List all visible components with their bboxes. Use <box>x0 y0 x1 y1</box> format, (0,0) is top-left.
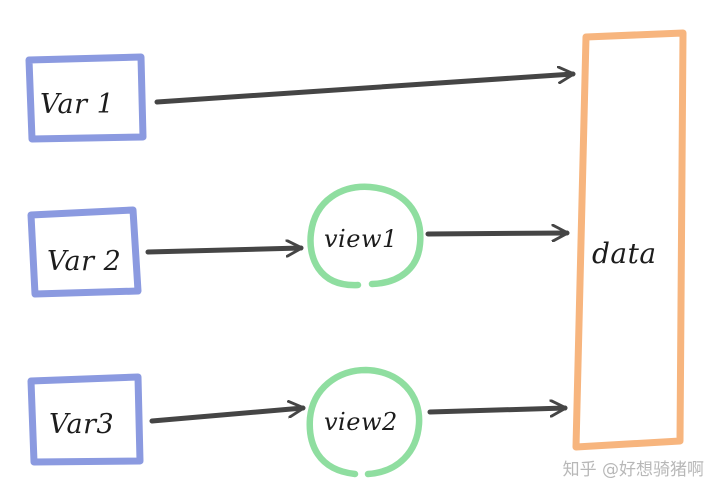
arrow-var1-to-data <box>154 74 576 105</box>
watermark-text: 知乎 @好想骑猪啊 <box>562 460 704 480</box>
data-label: data <box>592 237 657 270</box>
data-box: data <box>572 29 687 451</box>
var3-box: Var3 <box>27 373 144 466</box>
view1-label: view1 <box>324 225 398 253</box>
var3-label: Var3 <box>49 409 114 440</box>
view1-circle: view1 <box>307 183 424 289</box>
arrows <box>145 74 576 424</box>
arrow-view1-to-data <box>425 233 570 234</box>
arrow-var2-to-view1 <box>145 248 304 252</box>
var1-label: Var 1 <box>40 89 114 120</box>
var2-box: Var 2 <box>27 206 142 298</box>
view2-circle: view2 <box>306 366 423 478</box>
var1-box: Var 1 <box>25 53 147 143</box>
var2-label: Var 2 <box>47 246 121 277</box>
arrow-var3-to-view2 <box>149 408 306 424</box>
arrow-view2-to-data <box>427 408 568 412</box>
view2-label: view2 <box>324 408 398 436</box>
